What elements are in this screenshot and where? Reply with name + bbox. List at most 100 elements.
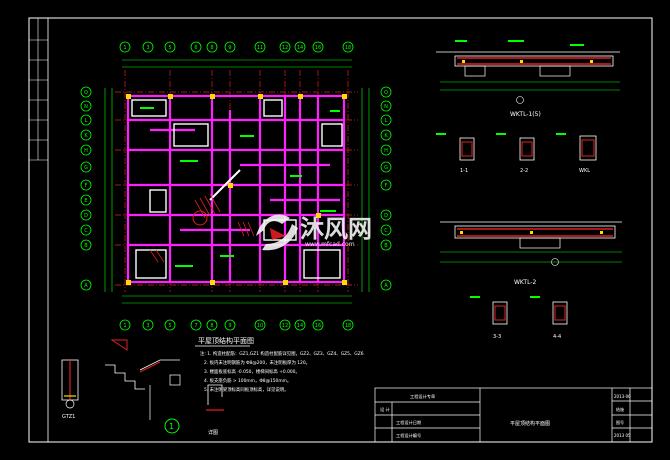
note-1: 注: 1. 构造柱配筋：GZ1,GZ1 构造柱配筋详见图，GZ2、GZ3、GZ4…: [200, 350, 364, 357]
note-2: 2. 板内未注明钢筋为 Φ8@200，未注明板厚为 120。: [204, 359, 310, 366]
axis-bubble-right-label: H: [384, 148, 388, 154]
columns: [126, 94, 347, 285]
note-5: 5. 未注明梁顶标高同板顶标高，详见说明。: [204, 386, 289, 393]
tb-row3: 工程设计日期: [396, 419, 421, 426]
stair-detail: 1: [105, 339, 181, 434]
axis-bubble-left-label: A: [84, 283, 88, 289]
axis-bubble-right: H: [380, 144, 392, 156]
axis-bubble-top-label: 11: [257, 45, 263, 51]
axis-bubble-bottom: 10: [254, 319, 266, 331]
axis-bubble-left-label: D: [84, 213, 88, 219]
axis-bubble-top-label: 9: [228, 45, 231, 51]
axis-bubble-bottom: 3: [142, 319, 154, 331]
axis-bubble-left-label: F: [85, 183, 88, 189]
axis-bubble-top-label: 5: [168, 45, 171, 51]
detail-callout-number: 1: [169, 422, 174, 431]
axis-bubble-top-label: 8: [210, 45, 213, 51]
axis-bubble-bottom-label: 3: [146, 323, 149, 329]
tb-row4: 工程设计编号: [396, 432, 421, 439]
section-row-1: 1-1 2-2 WKL: [436, 133, 597, 174]
axis-bubble-left-label: L: [85, 118, 88, 124]
axis-bubble-right: Q: [380, 86, 392, 98]
axis-bubble-bottom-label: 10: [257, 323, 263, 329]
reference-circle: [192, 210, 208, 226]
axis-bubbles-top: 1 3 5 6 8 9 11 12 14 16 18: [119, 41, 354, 53]
axis-bubble-top: 14: [294, 41, 306, 53]
axis-bubble-right-label: G: [384, 165, 388, 171]
axis-bubble-top-label: 1: [123, 45, 126, 51]
note-4: 4. 板支座负筋 > 100mm，Φ8@150mm。: [204, 377, 291, 384]
general-notes: 注: 1. 构造柱配筋：GZ1,GZ1 构造柱配筋详见图，GZ2、GZ3、GZ4…: [200, 350, 364, 393]
axis-bubble-top: 5: [164, 41, 176, 53]
axis-bubble-left: D: [80, 209, 92, 221]
axis-bubble-top-label: 6: [194, 45, 197, 51]
axis-bubble-top: 9: [224, 41, 236, 53]
axis-bubble-top: 18: [342, 41, 354, 53]
axis-bubble-left: E: [80, 194, 92, 206]
tb-r1: 2013-06: [614, 394, 631, 399]
tb-drawing-name: 平屋顶结构平面图: [510, 420, 550, 427]
wktl1-title: WKTL-1(5): [510, 111, 541, 118]
axis-bubble-right: L: [380, 114, 392, 126]
axis-bubble-left-label: K: [84, 133, 88, 139]
axis-bubble-bottom-label: 5: [168, 323, 171, 329]
axis-bubble-top-label: 3: [146, 45, 149, 51]
axis-bubble-left: L: [80, 114, 92, 126]
axis-bubble-bottom-label: 16: [315, 323, 321, 329]
tb-r3: 图号: [616, 419, 624, 425]
axis-bubble-right: B: [380, 239, 392, 251]
axis-bubble-right-label: C: [384, 228, 388, 234]
axis-bubble-left-label: B: [84, 243, 88, 249]
binding-strip: [28, 17, 49, 443]
axis-grid: [115, 70, 358, 292]
axis-bubble-left: B: [80, 239, 92, 251]
watermark-logo-icon: [256, 214, 298, 251]
axis-bubble-top-label: 18: [345, 45, 351, 51]
axis-bubble-bottom-label: 14: [297, 323, 303, 329]
watermark-text: 沐风网: [300, 215, 372, 243]
note-3: 3. 楼面板底标高 -0.050，楼梯间标高 +0.000。: [204, 368, 300, 375]
section-3-3-label: 3-3: [493, 334, 501, 340]
axis-bubble-right-label: L: [385, 118, 388, 124]
title-block: [374, 387, 653, 443]
section-4-4-label: 4-4: [553, 334, 561, 340]
axis-bubble-bottom-label: 9: [228, 323, 231, 329]
axis-bubble-top: 8: [206, 41, 218, 53]
tb-row1: 工程设计专章: [410, 393, 435, 400]
axis-bubble-bottom: 5: [164, 319, 176, 331]
axis-bubble-left: K: [80, 129, 92, 141]
tb-row2: 设 计: [380, 406, 390, 413]
axis-bubble-top: 6: [190, 41, 202, 53]
axis-bubble-right-label: B: [384, 243, 388, 249]
axis-bubble-bottom-label: 7: [194, 323, 197, 329]
column-detail-gz: GTZ1: [61, 359, 79, 420]
axis-bubble-right: G: [380, 161, 392, 173]
axis-bubble-bottom: 14: [294, 319, 306, 331]
axis-bubble-top: 16: [312, 41, 324, 53]
axis-bubble-top-label: 12: [282, 45, 288, 51]
beam-section-wktl1: WKTL-1(5): [436, 40, 620, 118]
axis-bubble-right-label: N: [384, 104, 388, 110]
axis-bubble-left-label: N: [84, 104, 88, 110]
axis-bubble-left-label: H: [84, 148, 88, 154]
axis-bubble-right-label: Q: [384, 90, 388, 96]
wktl2-title: WKTL-2: [514, 279, 536, 286]
axis-bubble-top: 3: [142, 41, 154, 53]
axis-bubble-left: Q: [80, 86, 92, 98]
axis-bubble-right: C: [380, 224, 392, 236]
axis-bubble-left: F: [80, 179, 92, 191]
axis-bubble-left: N: [80, 100, 92, 112]
axis-bubble-left: G: [80, 161, 92, 173]
watermark: 沐风网 www.mfcad.com: [256, 214, 372, 251]
axis-bubble-right-label: A: [384, 283, 388, 289]
plan-title: 平屋顶结构平面图: [198, 336, 254, 345]
axis-bubble-left-label: C: [84, 228, 88, 234]
axis-bubble-top: 1: [119, 41, 131, 53]
gz-label: GTZ1: [62, 414, 75, 420]
beams: [126, 94, 346, 284]
walls: [131, 99, 343, 279]
tb-r4: 2013 05: [614, 433, 631, 438]
